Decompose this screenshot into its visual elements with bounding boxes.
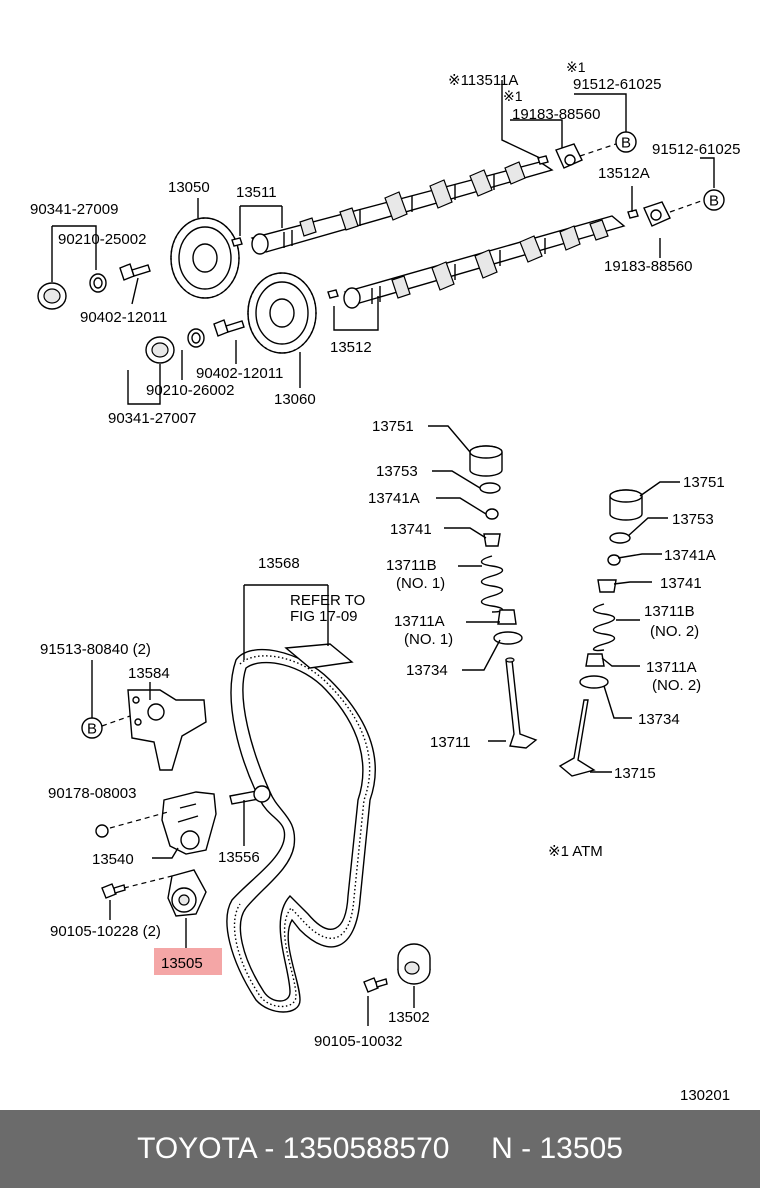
label-note-1a: ※1 [566, 59, 586, 75]
label-90105-10228: 90105-10228 (2) [50, 923, 161, 940]
marker-b-right-icon: B [703, 189, 725, 211]
intake-camshaft [250, 161, 554, 255]
bracket-13584 [127, 689, 207, 771]
bolt-90402-a [119, 263, 151, 281]
gasket-90210-25002 [89, 273, 107, 293]
label-figure-number: 130201 [680, 1087, 730, 1104]
footer-part-number: TOYOTA - 1350588570 N - 13505 [137, 1132, 623, 1165]
pin-13512a [627, 209, 639, 219]
bolt-90402-b [213, 319, 245, 337]
label-13568: 13568 [258, 555, 300, 572]
label-13715: 13715 [614, 765, 656, 782]
footer-bar: TOYOTA - 1350588570 N - 13505 [0, 1110, 760, 1188]
label-13060: 13060 [274, 391, 316, 408]
exhaust-camshaft [343, 215, 626, 309]
label-note-1b: ※1 [503, 88, 523, 104]
label-90178-08003: 90178-08003 [48, 785, 136, 802]
bolt-90105-10228 [101, 883, 126, 899]
bolt-90105-10032 [363, 977, 388, 993]
label-13741a-right: 13741A [664, 547, 716, 564]
label-13741a-left: 13741A [368, 490, 420, 507]
label-90105-10032: 90105-10032 [314, 1033, 402, 1050]
label-113511a: ※113511A [448, 72, 518, 89]
valve-train-right [558, 489, 643, 777]
bolt-90178 [95, 824, 109, 838]
label-91512-top: 91512-61025 [573, 76, 661, 93]
label-13734-right: 13734 [638, 711, 680, 728]
rotor-19183-top [555, 143, 583, 169]
svg-text:B: B [87, 721, 97, 738]
label-13505: 13505 [161, 955, 203, 972]
tensioner-13540 [161, 791, 217, 855]
label-90402-b: 90402-12011 [196, 365, 283, 382]
idler-pulley-13505 [167, 869, 207, 917]
valve-train-left [469, 445, 538, 749]
label-13556: 13556 [218, 849, 260, 866]
label-19183-top: 19183-88560 [512, 106, 600, 123]
pin-113511a [537, 155, 549, 165]
label-13711b-right: 13711B [644, 603, 695, 620]
rotor-19183-right [643, 201, 671, 227]
pin-13512 [327, 289, 339, 299]
label-91513-80840: 91513-80840 (2) [40, 641, 151, 658]
label-90341-27007: 90341-27007 [108, 410, 196, 427]
gasket-90210-26002 [187, 328, 205, 348]
timing-belt-13568 [226, 648, 376, 1013]
plug-90341-27009 [37, 282, 67, 310]
label-90210-26002: 90210-26002 [146, 382, 234, 399]
label-13050: 13050 [168, 179, 210, 196]
label-13753-left: 13753 [376, 463, 418, 480]
label-fig-17-09: FIG 17-09 [290, 608, 358, 625]
parts-diagram: B B B [30, 59, 740, 1104]
label-13502: 13502 [388, 1009, 430, 1026]
label-13741-right: 13741 [660, 575, 702, 592]
label-90402-a: 90402-12011 [80, 309, 167, 326]
label-19183-right: 19183-88560 [604, 258, 692, 275]
svg-text:B: B [621, 135, 631, 152]
svg-text:B: B [709, 193, 719, 210]
label-91512-right: 91512-61025 [652, 141, 740, 158]
label-refer-to: REFER TO [290, 592, 365, 609]
label-13741-left: 13741 [390, 521, 432, 538]
label-13711b-no2: (NO. 2) [650, 623, 699, 640]
label-13751-left: 13751 [372, 418, 414, 435]
label-90210-25002: 90210-25002 [58, 231, 146, 248]
label-13711a-left: 13711A [394, 613, 445, 630]
label-13711b-left: 13711B [386, 557, 437, 574]
label-13711a-no2: (NO. 2) [652, 677, 701, 694]
label-13734-left: 13734 [406, 662, 448, 679]
label-13512: 13512 [330, 339, 372, 356]
highlight-13505 [154, 948, 222, 975]
label-13711a-right: 13711A [646, 659, 697, 676]
label-13753-right: 13753 [672, 511, 714, 528]
camshaft-timing-pulley-13050 [170, 217, 240, 299]
pushrod-13556 [229, 785, 271, 805]
label-13511: 13511 [236, 184, 277, 201]
label-13751-right: 13751 [683, 474, 725, 491]
plug-90341-27007 [145, 336, 175, 364]
label-13711a-no1: (NO. 1) [404, 631, 453, 648]
refer-part-shape [284, 643, 354, 669]
part-labels: ※113511A ※1 91512-61025 ※1 19183-88560 9… [30, 59, 740, 1104]
label-note-atm: ※1 ATM [548, 843, 603, 860]
label-13711: 13711 [430, 734, 471, 751]
label-13711b-no1: (NO. 1) [396, 575, 445, 592]
marker-b-left-icon: B [81, 717, 103, 739]
camshaft-timing-pulley-13060 [247, 272, 317, 354]
marker-b-top-icon: B [615, 131, 637, 153]
idler-pulley-13502 [397, 943, 431, 985]
pin-13511 [231, 237, 243, 247]
label-13584: 13584 [128, 665, 170, 682]
label-13540: 13540 [92, 851, 134, 868]
label-13512a: 13512A [598, 165, 650, 182]
label-90341-27009: 90341-27009 [30, 201, 118, 218]
